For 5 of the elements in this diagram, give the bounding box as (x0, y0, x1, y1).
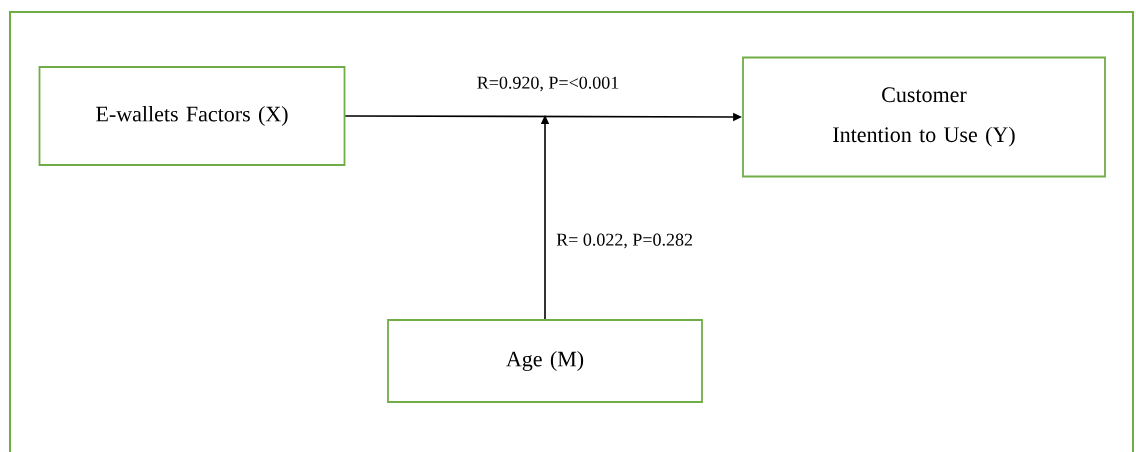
box: E-wallets Factors (X) (38, 66, 346, 166)
edge-label: R= 0.022, P=0.282 (556, 233, 693, 249)
box: Age (M) (387, 319, 703, 403)
box: Customer Intention to Use (Y) (742, 56, 1106, 178)
edge-label: R=0.920, P=<0.001 (477, 76, 619, 92)
